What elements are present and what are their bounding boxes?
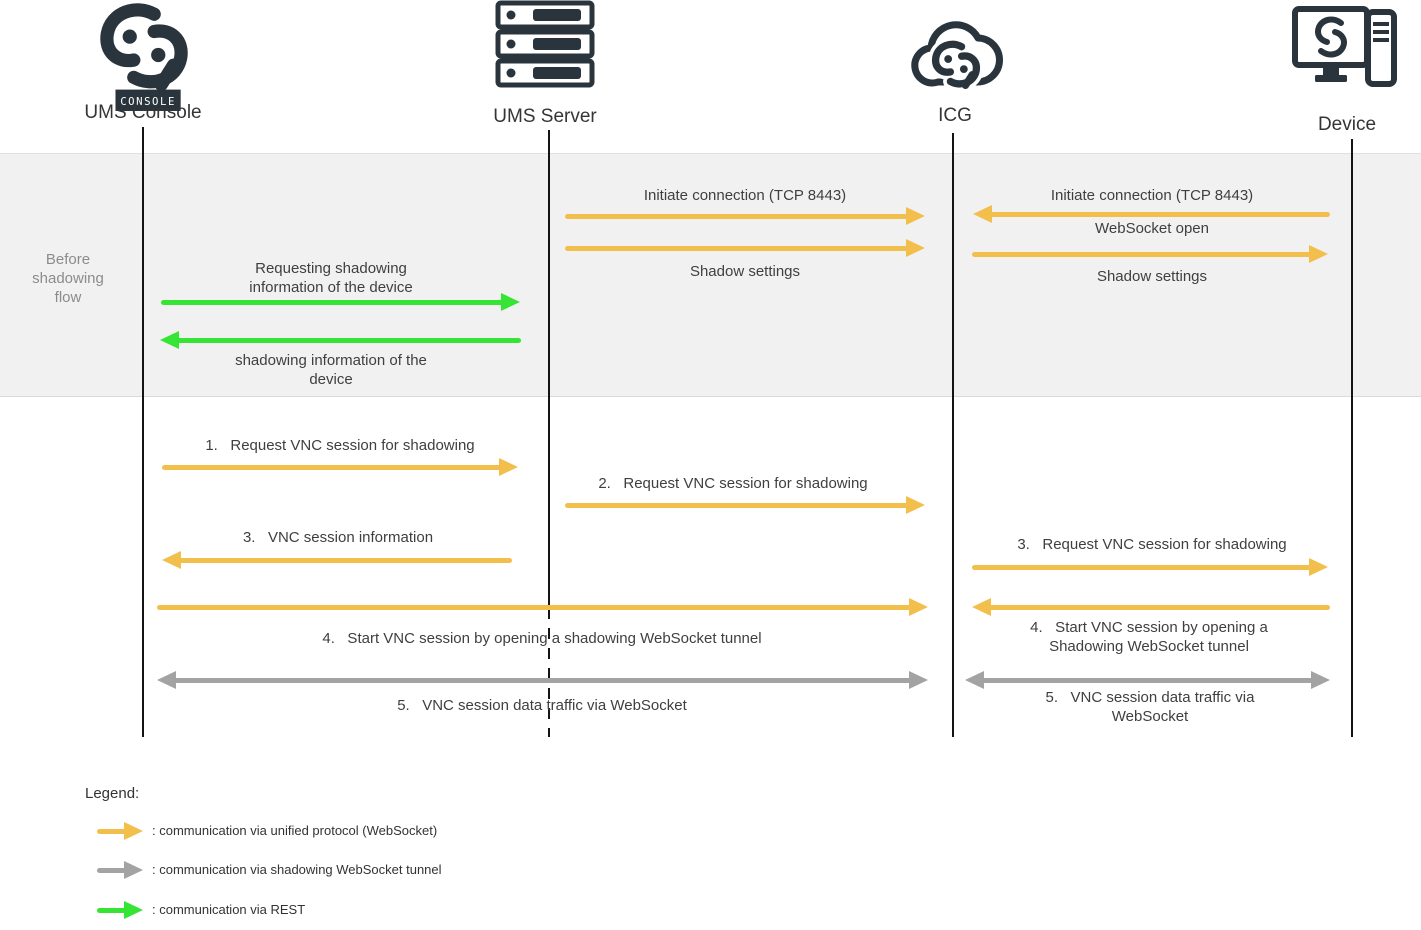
label-step3-left: 3. VNC session information: [242, 529, 434, 546]
arrow-step3-request-vnc-device: [972, 558, 1328, 576]
arrow-requesting-shadowing-info: [161, 293, 520, 311]
legend-rest-arrow-icon: [97, 901, 143, 919]
label-step2: 2. Request VNC session for shadowing: [598, 475, 868, 492]
arrow-step4-start-vnc-right: [972, 598, 1330, 616]
label-step5-left: 5. VNC session data traffic via WebSocke…: [397, 697, 687, 714]
arrow-step4-start-vnc-left: [157, 598, 928, 616]
legend-tunnel-arrow-icon: [97, 861, 143, 879]
label-step4-left: 4. Start VNC session by opening a shadow…: [322, 630, 762, 647]
label-step3-right: 3. Request VNC session for shadowing: [1017, 536, 1287, 553]
actor-label-icg: ICG: [938, 105, 972, 126]
arrow-initiate-connection-ums-icg: [565, 207, 925, 225]
legend-unified-arrow-icon: [97, 822, 143, 840]
before-shadowing-band: [0, 153, 1421, 397]
arrow-step5-data-traffic-right: [965, 671, 1330, 689]
before-shadowing-label: Before shadowing flow: [32, 251, 104, 306]
lifeline-device: [1351, 139, 1353, 737]
lifeline-ums-server: [548, 130, 550, 608]
console-badge: CONSOLE: [120, 95, 176, 108]
arrow-shadowing-info-response: [160, 331, 521, 349]
label-initiate-connection-device-icg: Initiate connection (TCP 8443): [1050, 187, 1254, 204]
arrow-step3-vnc-session-info: [162, 551, 512, 569]
legend-item-unified: : communication via unified protocol (We…: [152, 823, 438, 838]
lifeline-ums-console: [142, 127, 144, 737]
lifeline-ums-server-dashed: [548, 608, 550, 737]
label-step5-right: 5. VNC session data traffic via WebSocke…: [1045, 689, 1255, 725]
label-shadowing-info-response: shadowing information of the device: [235, 352, 427, 388]
arrow-shadow-settings-ums-icg: [565, 239, 925, 257]
arrow-step1-request-vnc: [162, 458, 518, 476]
label-step4-right: 4. Start VNC session by opening a Shadow…: [1030, 619, 1268, 655]
label-initiate-connection-ums-icg: Initiate connection (TCP 8443): [643, 187, 847, 204]
legend-title: Legend:: [85, 785, 140, 802]
label-websocket-open: WebSocket open: [1095, 220, 1209, 237]
actor-label-ums-server: UMS Server: [493, 106, 597, 127]
label-step1: 1. Request VNC session for shadowing: [205, 437, 475, 454]
arrow-step2-request-vnc: [565, 496, 925, 514]
server-rack-icon: [495, 0, 595, 88]
actor-label-device: Device: [1317, 114, 1377, 135]
label-shadow-settings-icg-device: Shadow settings: [1096, 268, 1208, 285]
label-shadow-settings-ums-icg: Shadow settings: [689, 263, 801, 280]
arrow-initiate-connection-device-icg: [973, 205, 1330, 223]
lifeline-icg: [952, 133, 954, 737]
icg-cloud-icon: [911, 21, 1003, 93]
label-requesting-shadowing-info: Requesting shadowing information of the …: [249, 260, 413, 296]
legend-item-rest: : communication via REST: [152, 902, 306, 917]
igel-console-icon: CONSOLE: [100, 3, 188, 111]
device-icon: [1292, 6, 1397, 87]
arrow-shadow-settings-icg-device: [972, 245, 1328, 263]
actor-label-ums-console: UMS Console: [84, 102, 202, 123]
legend-item-tunnel: : communication via shadowing WebSocket …: [152, 862, 442, 877]
arrow-step5-data-traffic-left: [157, 671, 928, 689]
